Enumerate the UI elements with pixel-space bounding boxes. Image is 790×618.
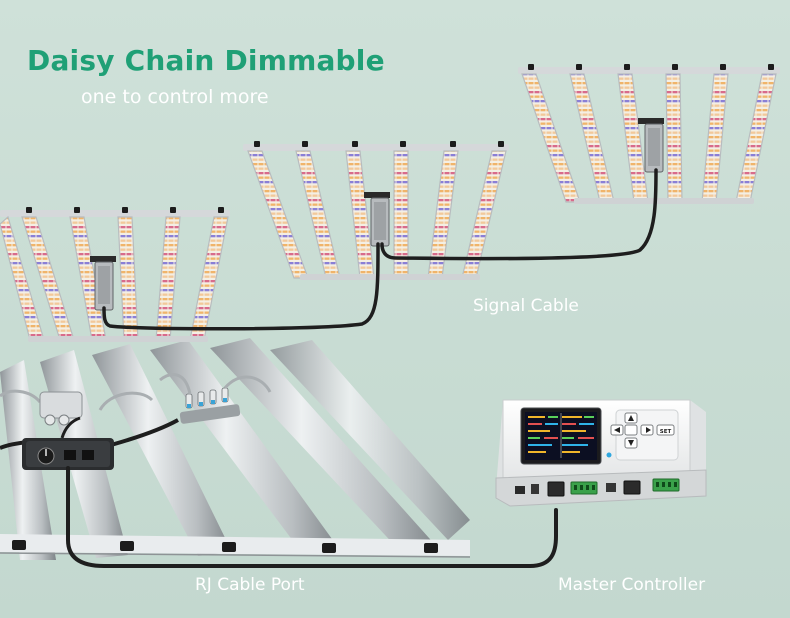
rj-cable [66, 466, 558, 568]
master-controller-label: Master Controller [558, 575, 706, 595]
led-fixture-right [518, 64, 780, 204]
rj-port-icon [547, 481, 565, 497]
subline: one to control more [81, 86, 269, 108]
headline: Daisy Chain Dimmable [27, 44, 385, 77]
led-fixture-middle [243, 141, 509, 280]
rj-cable-port-label: RJ Cable Port [195, 575, 305, 595]
rj-dimmer-box [0, 416, 179, 470]
master-controller: SET [495, 399, 707, 507]
led-fixture-left [0, 207, 230, 342]
signal-cable [102, 168, 658, 331]
signal-cable-label: Signal Cable [473, 296, 579, 316]
set-key-label: SET [660, 429, 672, 435]
keypad-arrows-icon [614, 415, 651, 446]
